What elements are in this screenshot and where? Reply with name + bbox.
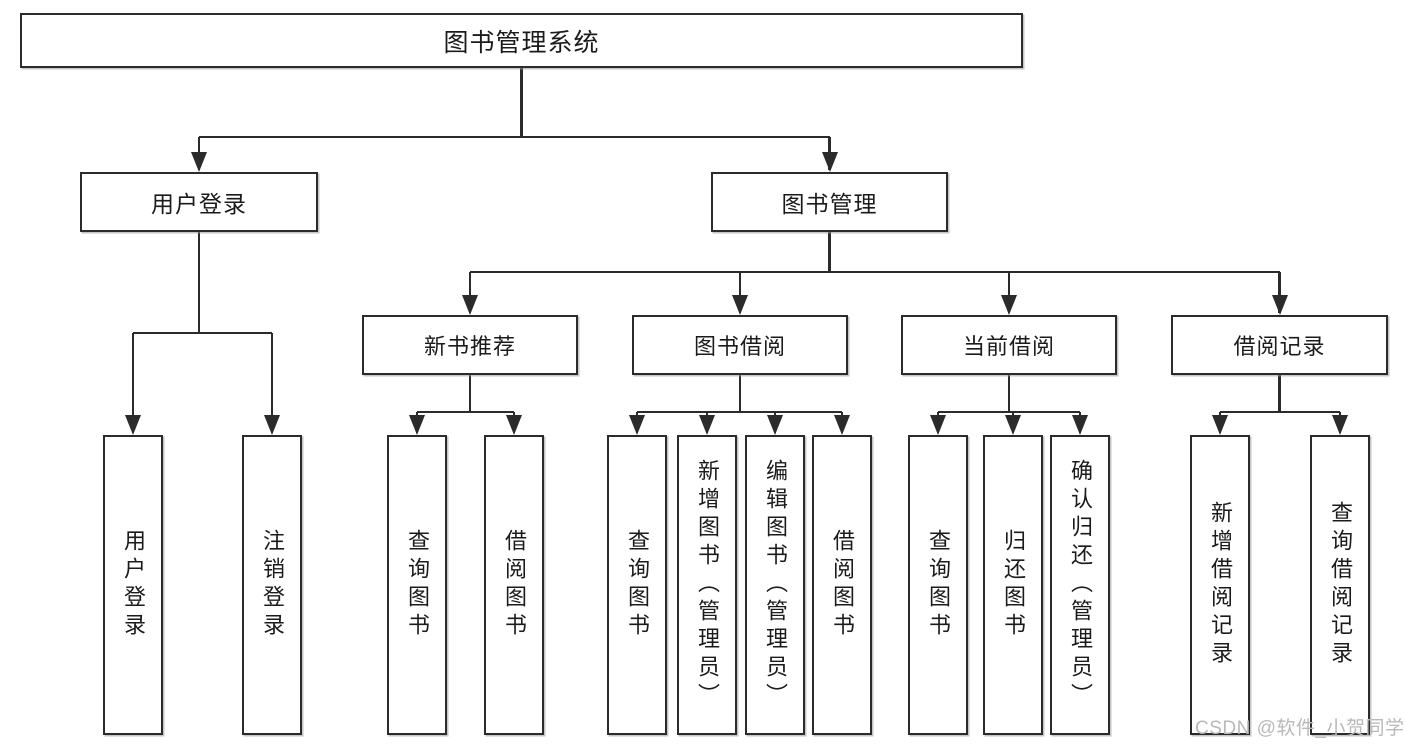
level2-node-0[interactable]: 新书推荐: [362, 315, 578, 375]
level2-node-3[interactable]: 借阅记录: [1171, 315, 1388, 375]
conn-leafbus-stem-4: [1278, 375, 1281, 412]
arrowhead-to-leaf-4-0: [1212, 415, 1228, 435]
leaf-node-9[interactable]: 归还图书: [983, 435, 1043, 735]
node-label: 借阅记录: [1233, 334, 1326, 359]
arrowhead-bookmgmt-to-level2-1: [732, 295, 748, 315]
arrowhead-to-leaf-0-0: [125, 415, 141, 435]
node-label: 查询图书: [926, 529, 951, 641]
conn-to-leaf-0-1: [270, 333, 274, 433]
node-label: 图书管理系统: [443, 28, 600, 57]
level2-node-1[interactable]: 图书借阅: [632, 315, 848, 375]
leaf-node-0[interactable]: 用户登录: [103, 435, 163, 735]
arrowhead-to-leaf-1-0: [409, 415, 425, 435]
conn-leafbus-2: [637, 410, 842, 414]
leaf-node-4[interactable]: 查询图书: [607, 435, 667, 735]
conn-leafbus-3: [938, 410, 1080, 414]
node-label: 编辑图书（管理员）: [763, 459, 788, 711]
leaf-node-8[interactable]: 查询图书: [908, 435, 968, 735]
arrowhead-bookmgmt-to-level2-0: [462, 295, 478, 315]
leaf-node-10[interactable]: 确认归还（管理员）: [1050, 435, 1110, 735]
conn-leafbus-1: [417, 410, 514, 414]
node-label: 当前借阅: [962, 334, 1055, 359]
level2-node-2[interactable]: 当前借阅: [901, 315, 1117, 375]
conn-bookmgmt-to-level2-3: [1278, 272, 1281, 313]
conn-leafbus-4: [1220, 410, 1340, 414]
conn-root-stem: [520, 68, 523, 137]
conn-bookmgmt-bus: [470, 270, 1280, 274]
node-label: 借阅图书: [830, 529, 855, 641]
leaf-node-11[interactable]: 新增借阅记录: [1190, 435, 1250, 735]
conn-bookmgmt-to-level2-2: [1007, 272, 1011, 313]
arrowhead-root-to-level1-1: [821, 152, 838, 172]
leaf-node-7[interactable]: 借阅图书: [812, 435, 872, 735]
level1-node-0[interactable]: 用户登录: [80, 172, 318, 232]
conn-bookmgmt-to-level2-1: [738, 272, 742, 313]
conn-leafbus-stem-1: [468, 375, 472, 412]
arrowhead-bookmgmt-to-level2-2: [1001, 295, 1017, 315]
arrowhead-to-leaf-1-1: [506, 415, 522, 435]
arrowhead-to-leaf-2-0: [629, 415, 645, 435]
conn-leafbus-stem-0: [197, 232, 201, 333]
node-label: 查询借阅记录: [1328, 501, 1353, 669]
conn-root-bus: [199, 135, 830, 139]
node-label: 确认归还（管理员）: [1068, 459, 1093, 711]
root-node-0[interactable]: 图书管理系统: [20, 13, 1023, 68]
arrowhead-root-to-level1-0: [191, 152, 207, 172]
conn-to-leaf-0-0: [131, 333, 135, 433]
conn-leafbus-stem-3: [1007, 375, 1011, 412]
conn-bookmgmt-to-level2-0: [468, 272, 472, 313]
node-label: 用户登录: [121, 529, 146, 641]
node-label: 查询图书: [405, 529, 430, 641]
level1-node-1[interactable]: 图书管理: [711, 172, 948, 232]
conn-leafbus-stem-2: [738, 375, 742, 412]
arrowhead-bookmgmt-to-level2-3: [1271, 295, 1288, 315]
arrowhead-to-leaf-0-1: [264, 415, 280, 435]
leaf-node-3[interactable]: 借阅图书: [484, 435, 544, 735]
leaf-node-2[interactable]: 查询图书: [387, 435, 447, 735]
csdn-watermark: CSDN @软件_小贺同学: [1195, 718, 1405, 739]
node-label: 新增图书（管理员）: [695, 459, 720, 711]
leaf-node-6[interactable]: 编辑图书（管理员）: [745, 435, 805, 735]
node-label: 图书管理: [781, 191, 878, 217]
arrowhead-to-leaf-2-1: [699, 415, 715, 435]
arrowhead-to-leaf-2-3: [834, 415, 850, 435]
leaf-node-12[interactable]: 查询借阅记录: [1310, 435, 1370, 735]
leaf-node-5[interactable]: 新增图书（管理员）: [677, 435, 737, 735]
node-label: 用户登录: [151, 191, 247, 217]
arrowhead-to-leaf-4-1: [1332, 415, 1348, 435]
arrowhead-to-leaf-3-0: [930, 415, 946, 435]
node-label: 查询图书: [625, 529, 650, 641]
arrowhead-to-leaf-2-2: [767, 415, 783, 435]
leaf-node-1[interactable]: 注销登录: [242, 435, 302, 735]
arrowhead-to-leaf-3-1: [1005, 415, 1021, 435]
node-label: 借阅图书: [502, 529, 527, 641]
conn-leafbus-0: [133, 331, 272, 335]
arrowhead-to-leaf-3-2: [1072, 415, 1088, 435]
node-label: 归还图书: [1001, 529, 1026, 641]
conn-bookmgmt-stem: [828, 232, 831, 272]
node-label: 新增借阅记录: [1208, 501, 1233, 669]
node-label: 图书借阅: [693, 334, 786, 359]
node-label: 新书推荐: [423, 334, 516, 359]
node-label: 注销登录: [260, 529, 285, 641]
